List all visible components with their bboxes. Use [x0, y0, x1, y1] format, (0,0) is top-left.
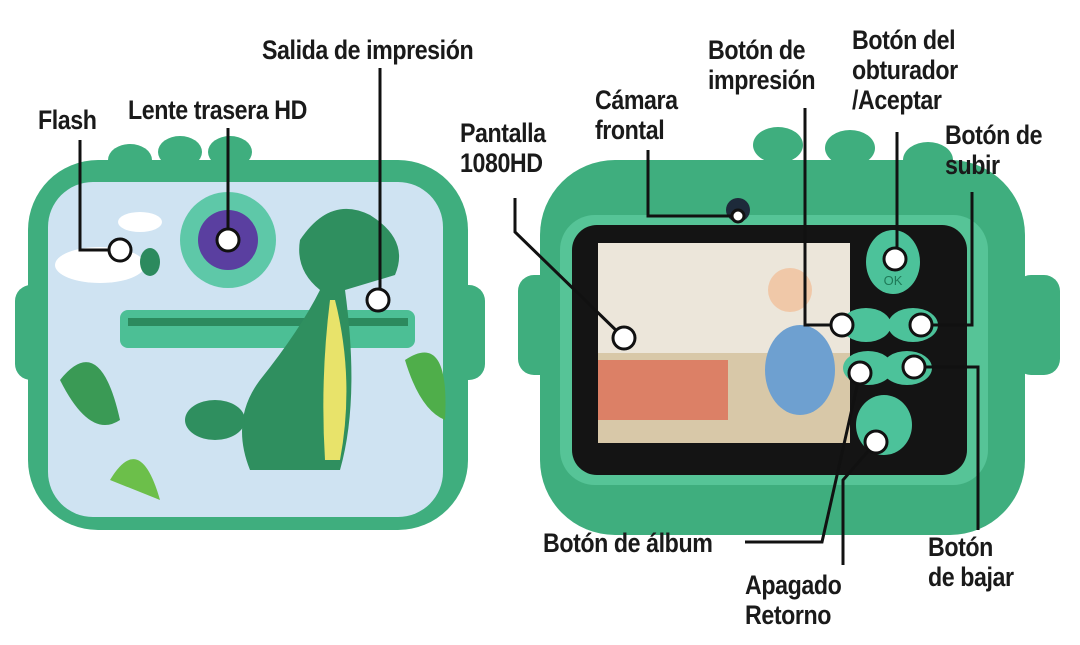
- label-screen: Pantalla 1080HD: [460, 118, 546, 178]
- label-line: impresión: [708, 65, 816, 95]
- leader-lines: [78, 68, 980, 565]
- photo-child: [765, 325, 835, 415]
- callout-print-output: [365, 287, 391, 313]
- label-power-button: Apagado Retorno: [745, 570, 842, 630]
- label-line: /Aceptar: [852, 85, 942, 115]
- ok-glyph: OK: [884, 273, 903, 288]
- label-line: 1080HD: [460, 148, 543, 178]
- flash-unit: [140, 248, 160, 276]
- callout-power: [863, 429, 889, 455]
- photo-toys: [598, 360, 728, 420]
- label-shutter-button: Botón del obturador /Aceptar: [852, 25, 958, 115]
- label-flash: Flash: [38, 105, 97, 135]
- leader-album: [745, 372, 862, 544]
- label-front-camera: Cámara frontal: [595, 85, 678, 145]
- leaf: [110, 459, 160, 500]
- label-line: Botón del: [852, 25, 956, 55]
- label-up-button: Botón de subir: [945, 120, 1043, 180]
- callout-rear-lens: [215, 227, 241, 253]
- leader-flash: [78, 140, 120, 252]
- label-line: Pantalla: [460, 118, 546, 148]
- print-slot: [120, 310, 415, 348]
- label-line: Botón: [928, 532, 993, 562]
- label-line: de bajar: [928, 562, 1014, 592]
- leader-screen: [513, 198, 626, 340]
- label-line: Cámara: [595, 85, 678, 115]
- callout-print-button: [829, 312, 855, 338]
- label-line: Botón de: [945, 120, 1043, 150]
- cloud: [118, 212, 162, 232]
- leader-down: [914, 365, 980, 530]
- label-line: Botón de: [708, 35, 806, 65]
- leader-front-camera: [646, 150, 735, 218]
- label-rear-lens: Lente trasera HD: [128, 95, 307, 125]
- callout-flash: [107, 237, 133, 263]
- label-album-button: Botón de álbum: [543, 528, 713, 558]
- callout-shutter: [882, 246, 908, 272]
- label-down-button: Botón de bajar: [928, 532, 1014, 592]
- label-print-output: Salida de impresión: [262, 35, 474, 65]
- camera-back: [15, 136, 485, 530]
- label-line: frontal: [595, 115, 665, 145]
- print-slot-opening: [128, 318, 408, 326]
- label-line: Apagado: [745, 570, 842, 600]
- callout-screen: [611, 325, 637, 351]
- strap-loop-right: [1015, 275, 1060, 375]
- dinosaur: [242, 208, 400, 470]
- leaf: [405, 352, 446, 420]
- spike: [753, 127, 803, 163]
- print-button[interactable]: [841, 308, 891, 342]
- callout-up: [908, 312, 934, 338]
- label-line: subir: [945, 150, 1000, 180]
- leader-up: [921, 192, 974, 327]
- leader-power: [841, 441, 878, 565]
- leaf: [60, 362, 120, 425]
- photo-child-head: [768, 268, 812, 312]
- label-print-button: Botón de impresión: [708, 35, 816, 95]
- callout-album: [847, 360, 873, 386]
- spike: [825, 130, 875, 166]
- label-line: obturador: [852, 55, 958, 85]
- dinosaur-belly: [323, 300, 347, 460]
- label-line: Retorno: [745, 600, 831, 630]
- callout-dots: [107, 208, 934, 455]
- dinosaur-tail: [185, 400, 245, 440]
- callout-front-camera: [730, 208, 746, 224]
- callout-down: [901, 354, 927, 380]
